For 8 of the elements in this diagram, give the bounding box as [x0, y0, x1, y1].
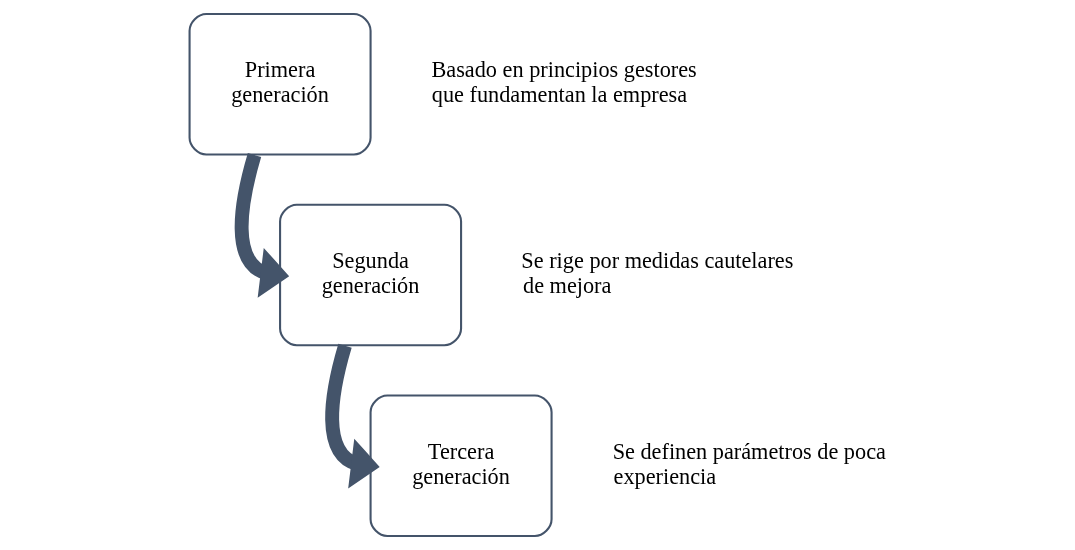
- node-label: Se definen parámetros de poca experiencia: [612, 438, 886, 489]
- node-box: Segunda generación: [278, 203, 462, 347]
- arrow: [234, 153, 289, 298]
- node-box: Primera generación: [188, 12, 372, 156]
- node-label: Basado en principios gestores que fundamentan la empresa: [430, 57, 697, 108]
- node-label: Se rige por medidas cautelares de mejora: [520, 247, 793, 298]
- arrow: [324, 343, 380, 489]
- node-box: Tercera generación: [369, 394, 553, 538]
